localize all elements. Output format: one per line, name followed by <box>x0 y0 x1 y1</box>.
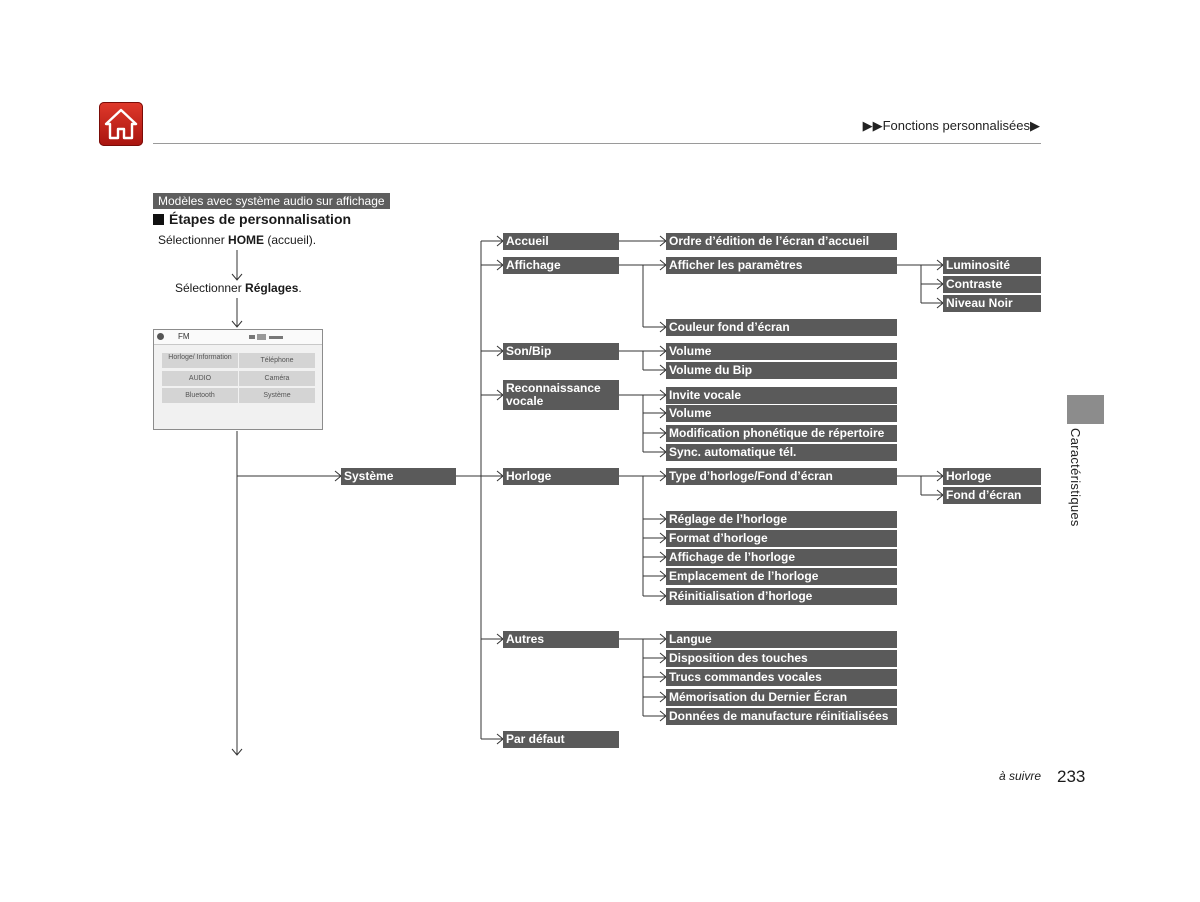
node-systeme: Système <box>341 468 456 485</box>
node-par-defaut: Par défaut <box>503 731 619 748</box>
continued-label: à suivre <box>999 769 1042 783</box>
node-volume-bip: Volume du Bip <box>666 362 897 379</box>
node-type-horloge: Type d’horloge/Fond d’écran <box>666 468 897 485</box>
node-afficher-parametres: Afficher les paramètres <box>666 257 897 274</box>
node-sync-auto: Sync. automatique tél. <box>666 444 897 461</box>
page-number: 233 <box>1057 767 1086 786</box>
screen-source-label: FM <box>178 332 190 341</box>
section-title-text: Étapes de personnalisation <box>169 211 352 227</box>
signal-status-icon <box>249 334 283 340</box>
node-horloge: Horloge <box>503 468 619 485</box>
node-horloge-type: Horloge <box>943 468 1041 485</box>
step-select-settings: Sélectionner Réglages. <box>175 281 302 295</box>
section-title: Étapes de personnalisation <box>153 211 351 227</box>
node-volume-vocal: Volume <box>666 405 897 422</box>
screen-button-audio: AUDIO <box>162 371 238 386</box>
screen-button-camera: Caméra <box>239 371 315 386</box>
node-reinit-horloge: Réinitialisation d’horloge <box>666 588 897 605</box>
node-langue: Langue <box>666 631 897 648</box>
chapter-tab[interactable] <box>1067 395 1104 424</box>
node-contraste: Contraste <box>943 276 1041 293</box>
square-bullet-icon <box>153 214 164 225</box>
screen-button-systeme: Système <box>239 388 315 403</box>
node-affichage-horloge: Affichage de l’horloge <box>666 549 897 566</box>
screen-button-bluetooth: Bluetooth <box>162 388 238 403</box>
step-select-home: Sélectionner HOME (accueil). <box>158 233 317 247</box>
node-ordre-edition: Ordre d’édition de l’écran d’accueil <box>666 233 897 250</box>
home-icon <box>104 108 138 140</box>
node-niveau-noir: Niveau Noir <box>943 295 1041 312</box>
home-button[interactable] <box>99 102 143 146</box>
settings-screen-illustration: FM Horloge/ Information Téléphone AUDIO … <box>153 329 323 430</box>
node-autres: Autres <box>503 631 619 648</box>
node-memorisation-ecran: Mémorisation du Dernier Écran <box>666 689 897 706</box>
node-affichage: Affichage <box>503 257 619 274</box>
node-couleur-fond: Couleur fond d’écran <box>666 319 897 336</box>
node-reconnaissance-vocale: Reconnaissance vocale <box>503 380 619 410</box>
node-volume: Volume <box>666 343 897 360</box>
node-son-bip: Son/Bip <box>503 343 619 360</box>
node-emplacement-horloge: Emplacement de l’horloge <box>666 568 897 585</box>
node-donnees-manufacture: Données de manufacture réinitialisées <box>666 708 897 725</box>
screen-status-bar: FM <box>154 330 322 345</box>
header-rule <box>153 143 1041 144</box>
node-accueil: Accueil <box>503 233 619 250</box>
node-disposition-touches: Disposition des touches <box>666 650 897 667</box>
node-reglage-horloge: Réglage de l’horloge <box>666 511 897 528</box>
node-fond-ecran: Fond d’écran <box>943 487 1041 504</box>
node-modif-phonetique: Modification phonétique de répertoire <box>666 425 897 442</box>
node-trucs-commandes: Trucs commandes vocales <box>666 669 897 686</box>
chapter-label: Caractéristiques <box>1068 428 1083 527</box>
power-icon <box>157 333 164 340</box>
screen-button-telephone: Téléphone <box>239 353 315 368</box>
breadcrumb[interactable]: ▶▶Fonctions personnalisées▶ <box>862 118 1040 133</box>
node-format-horloge: Format d’horloge <box>666 530 897 547</box>
node-invite-vocale: Invite vocale <box>666 387 897 404</box>
screen-button-horloge-info: Horloge/ Information <box>162 353 238 368</box>
model-label: Modèles avec système audio sur affichage <box>153 193 390 209</box>
node-luminosite: Luminosité <box>943 257 1041 274</box>
